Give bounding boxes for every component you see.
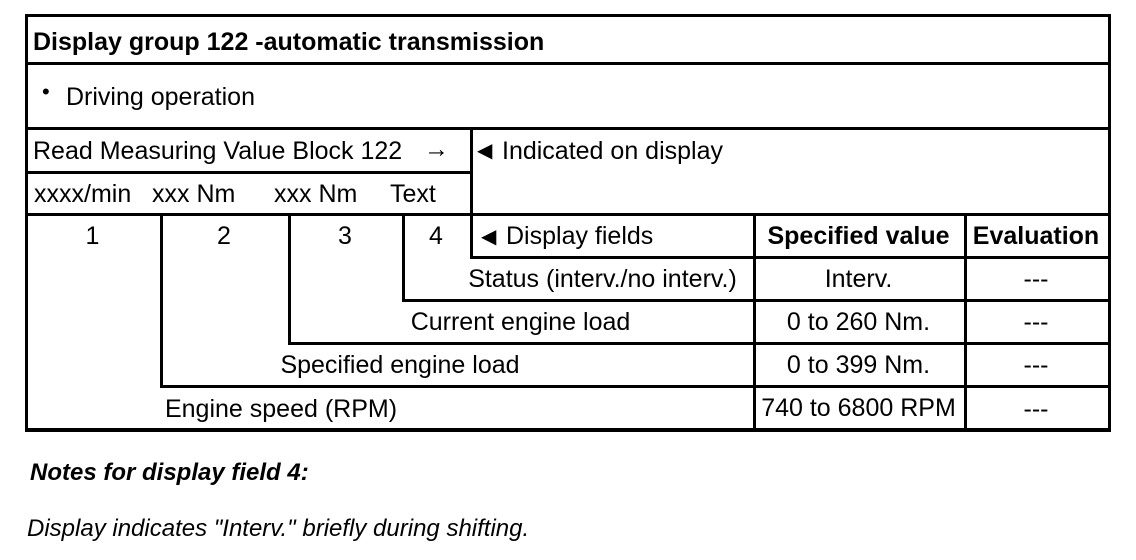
row-specified-current-load: 0 to 260 Nm.	[786, 308, 931, 336]
col2-divider	[288, 214, 291, 345]
operation-row-divider	[25, 127, 1111, 130]
unit-field-2: xxx Nm	[152, 180, 236, 208]
field-number-1: 1	[85, 222, 100, 250]
row-label-status: Status (interv./no interv.)	[468, 265, 737, 293]
current-row-divider	[288, 342, 1111, 345]
specified-col-divider	[753, 214, 756, 432]
row-evaluation-current-load: ---	[1023, 308, 1049, 336]
status-row-divider	[402, 299, 1111, 302]
unit-field-1: xxxx/min	[34, 180, 132, 208]
row-specified-specified-load: 0 to 399 Nm.	[786, 351, 931, 379]
row-evaluation-engine-speed: ---	[1023, 395, 1049, 423]
indicated-on-display-label: Indicated on display	[502, 137, 723, 165]
notes-heading: Notes for display field 4:	[30, 459, 309, 486]
row-label-specified-load: Specified engine load	[280, 351, 520, 379]
display-fields-triangle-icon: ◀	[481, 226, 497, 248]
evaluation-header: Evaluation	[972, 222, 1100, 250]
table-border-top	[25, 14, 1111, 17]
title-row-divider	[25, 62, 1111, 65]
row-evaluation-status: ---	[1023, 265, 1049, 293]
units-row-divider	[25, 213, 1111, 216]
operation-label: Driving operation	[66, 83, 255, 111]
specified-value-header: Specified value	[767, 222, 950, 250]
bullet-icon: •	[42, 79, 50, 104]
col1-divider	[160, 214, 163, 388]
field-number-2: 2	[217, 222, 231, 250]
specified-row-divider	[160, 385, 1111, 388]
col3-divider	[402, 214, 405, 302]
notes-body: Display indicates "Interv." briefly duri…	[27, 515, 530, 542]
row-evaluation-specified-load: ---	[1023, 351, 1049, 379]
row-label-current-load: Current engine load	[410, 308, 631, 336]
field-number-4: 4	[429, 222, 443, 250]
read-row-divider	[25, 171, 473, 174]
row-specified-engine-speed: 740 to 6800 RPM	[761, 394, 956, 422]
header-row-divider	[470, 256, 1111, 259]
read-panel-divider	[470, 128, 473, 259]
arrow-right-icon: →	[424, 135, 449, 163]
indicated-triangle-icon: ◀	[477, 140, 493, 162]
row-label-engine-speed: Engine speed (RPM)	[164, 395, 398, 423]
unit-field-3: xxx Nm	[274, 180, 358, 208]
table-border-right	[1108, 14, 1111, 432]
table-border-bottom	[25, 428, 1111, 432]
read-block-label: Read Measuring Value Block 122	[33, 137, 403, 165]
unit-field-4: Text	[390, 180, 436, 208]
table-border-left	[25, 14, 28, 432]
display-fields-header: Display fields	[506, 222, 654, 250]
page-title: Display group 122 -automatic transmissio…	[33, 28, 545, 56]
evaluation-col-divider	[964, 214, 967, 432]
field-number-3: 3	[338, 222, 352, 250]
row-specified-status: Interv.	[824, 265, 893, 293]
